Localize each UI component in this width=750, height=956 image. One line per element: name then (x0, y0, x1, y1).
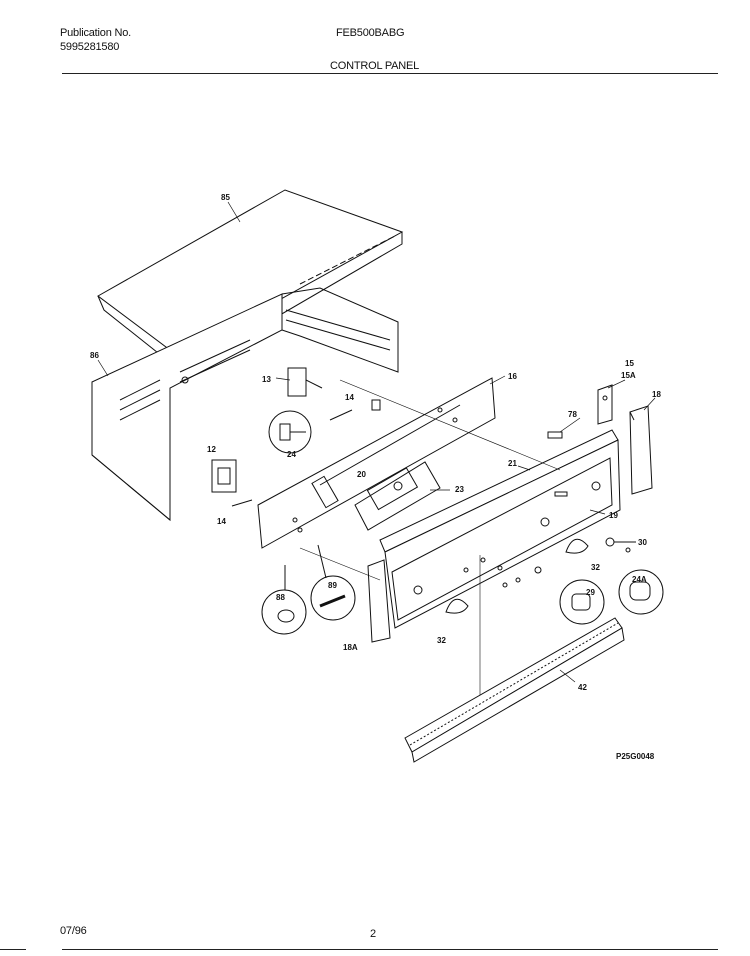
bottom-trim-rail-42 (404, 617, 625, 763)
switch-13 (287, 367, 323, 397)
publication-label: Publication No. (60, 27, 131, 39)
detail-circle-24 (268, 410, 312, 454)
control-module (354, 461, 441, 531)
callout-42: 42 (578, 683, 587, 692)
header-rule (62, 73, 718, 74)
section-title: CONTROL PANEL (330, 60, 420, 72)
callout-24: 24 (287, 450, 296, 459)
detail-circle-29 (559, 579, 605, 625)
page-number: 2 (370, 928, 376, 940)
callout-20: 20 (357, 470, 366, 479)
callout-15: 15 (625, 359, 634, 368)
console-back-panel (257, 377, 496, 549)
callout-19: 19 (609, 511, 618, 520)
footer-date: 07/96 (60, 925, 87, 937)
footer-rule-left (0, 949, 26, 950)
figure-code: P25G0048 (616, 752, 655, 761)
callout-89: 89 (328, 581, 337, 590)
callout-14-lower: 14 (217, 517, 226, 526)
detail-circle-88 (261, 589, 307, 635)
callout-18: 18 (652, 390, 661, 399)
callout-30: 30 (638, 538, 647, 547)
callout-24a: 24A (632, 575, 647, 584)
callout-86: 86 (90, 351, 99, 360)
callout-21: 21 (508, 459, 517, 468)
footer-rule (62, 949, 718, 950)
callout-29: 29 (586, 588, 595, 597)
end-cap-left-18a (367, 559, 391, 643)
callout-16: 16 (508, 372, 517, 381)
callout-12: 12 (207, 445, 216, 454)
callout-14-upper: 14 (345, 393, 354, 402)
callout-15a: 15A (621, 371, 636, 380)
switch-12 (211, 459, 237, 493)
detail-circle-89 (310, 575, 356, 621)
side-bracket-15 (597, 384, 613, 425)
callout-13: 13 (262, 375, 271, 384)
callout-32-left: 32 (437, 636, 446, 645)
model-number: FEB500BABG (336, 27, 405, 39)
end-cap-right-18 (629, 405, 653, 495)
control-panel-face (384, 439, 621, 629)
callout-18a: 18A (343, 643, 358, 652)
callout-32-right: 32 (591, 563, 600, 572)
callout-23: 23 (455, 485, 464, 494)
publication-number: 5995281580 (60, 41, 120, 53)
rear-housing-box (91, 287, 399, 522)
callout-85: 85 (221, 193, 230, 202)
detail-circle-24a (618, 569, 664, 615)
callout-78: 78 (568, 410, 577, 419)
callout-88: 88 (276, 593, 285, 602)
